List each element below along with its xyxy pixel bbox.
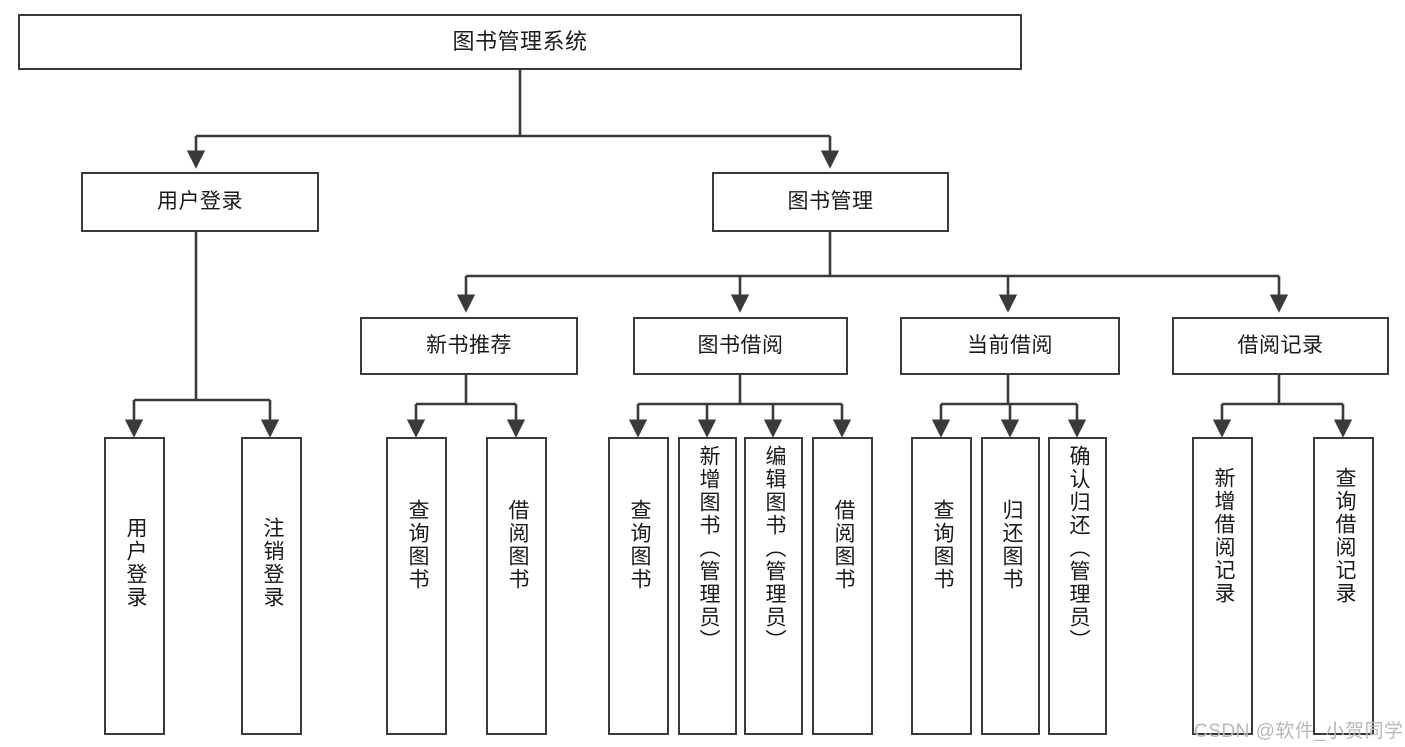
leaf-label: 归还图书 <box>999 499 1023 591</box>
leaf-label: 用户登录 <box>123 517 147 609</box>
leaf-book-borrow-borrow-book[interactable]: 借阅图书 <box>812 437 873 735</box>
leaf-label: 新增图书（管理员） <box>696 445 720 652</box>
node-book-borrow[interactable]: 图书借阅 <box>633 317 848 375</box>
leaf-label: 注销登录 <box>260 517 284 609</box>
node-label: 当前借阅 <box>967 333 1053 357</box>
node-label: 图书管理系统 <box>452 29 588 55</box>
leaf-label: 借阅图书 <box>831 499 855 591</box>
leaf-book-borrow-edit-book-admin[interactable]: 编辑图书（管理员） <box>744 437 803 735</box>
node-label: 图书借阅 <box>697 333 784 357</box>
leaf-label: 查询图书 <box>930 499 954 591</box>
leaf-label: 新增借阅记录 <box>1211 467 1235 605</box>
leaf-current-borrow-confirm-return-admin[interactable]: 确认归还（管理员） <box>1048 437 1107 735</box>
leaf-book-borrow-add-book-admin[interactable]: 新增图书（管理员） <box>678 437 737 735</box>
leaf-label: 查询借阅记录 <box>1332 467 1356 605</box>
leaf-new-book-query-book[interactable]: 查询图书 <box>386 437 447 735</box>
leaf-label: 查询图书 <box>627 499 651 591</box>
node-label: 新书推荐 <box>426 333 512 357</box>
leaf-label: 借阅图书 <box>505 499 529 591</box>
leaf-current-borrow-query-book[interactable]: 查询图书 <box>911 437 972 735</box>
leaf-label: 编辑图书（管理员） <box>762 445 786 652</box>
leaf-book-borrow-query-book[interactable]: 查询图书 <box>608 437 669 735</box>
leaf-user-login-logout[interactable]: 注销登录 <box>241 437 302 735</box>
watermark-text: CSDN @软件_小贺同学 <box>1194 721 1404 742</box>
node-current-borrow[interactable]: 当前借阅 <box>900 317 1120 375</box>
node-label: 用户登录 <box>157 189 243 213</box>
leaf-user-login-login[interactable]: 用户登录 <box>104 437 165 735</box>
node-root-book-management-system[interactable]: 图书管理系统 <box>18 14 1022 70</box>
node-book-management[interactable]: 图书管理 <box>712 172 949 232</box>
leaf-current-borrow-return-book[interactable]: 归还图书 <box>981 437 1040 735</box>
leaf-new-book-borrow-book[interactable]: 借阅图书 <box>486 437 547 735</box>
node-label: 借阅记录 <box>1237 333 1324 357</box>
node-borrow-record[interactable]: 借阅记录 <box>1172 317 1389 375</box>
leaf-label: 查询图书 <box>405 499 429 591</box>
leaf-borrow-record-add-record[interactable]: 新增借阅记录 <box>1192 437 1253 735</box>
node-label: 图书管理 <box>787 189 874 213</box>
node-user-login[interactable]: 用户登录 <box>81 172 319 232</box>
leaf-label: 确认归还（管理员） <box>1066 445 1090 652</box>
node-new-book-recommend[interactable]: 新书推荐 <box>360 317 578 375</box>
leaf-borrow-record-query-record[interactable]: 查询借阅记录 <box>1313 437 1374 735</box>
